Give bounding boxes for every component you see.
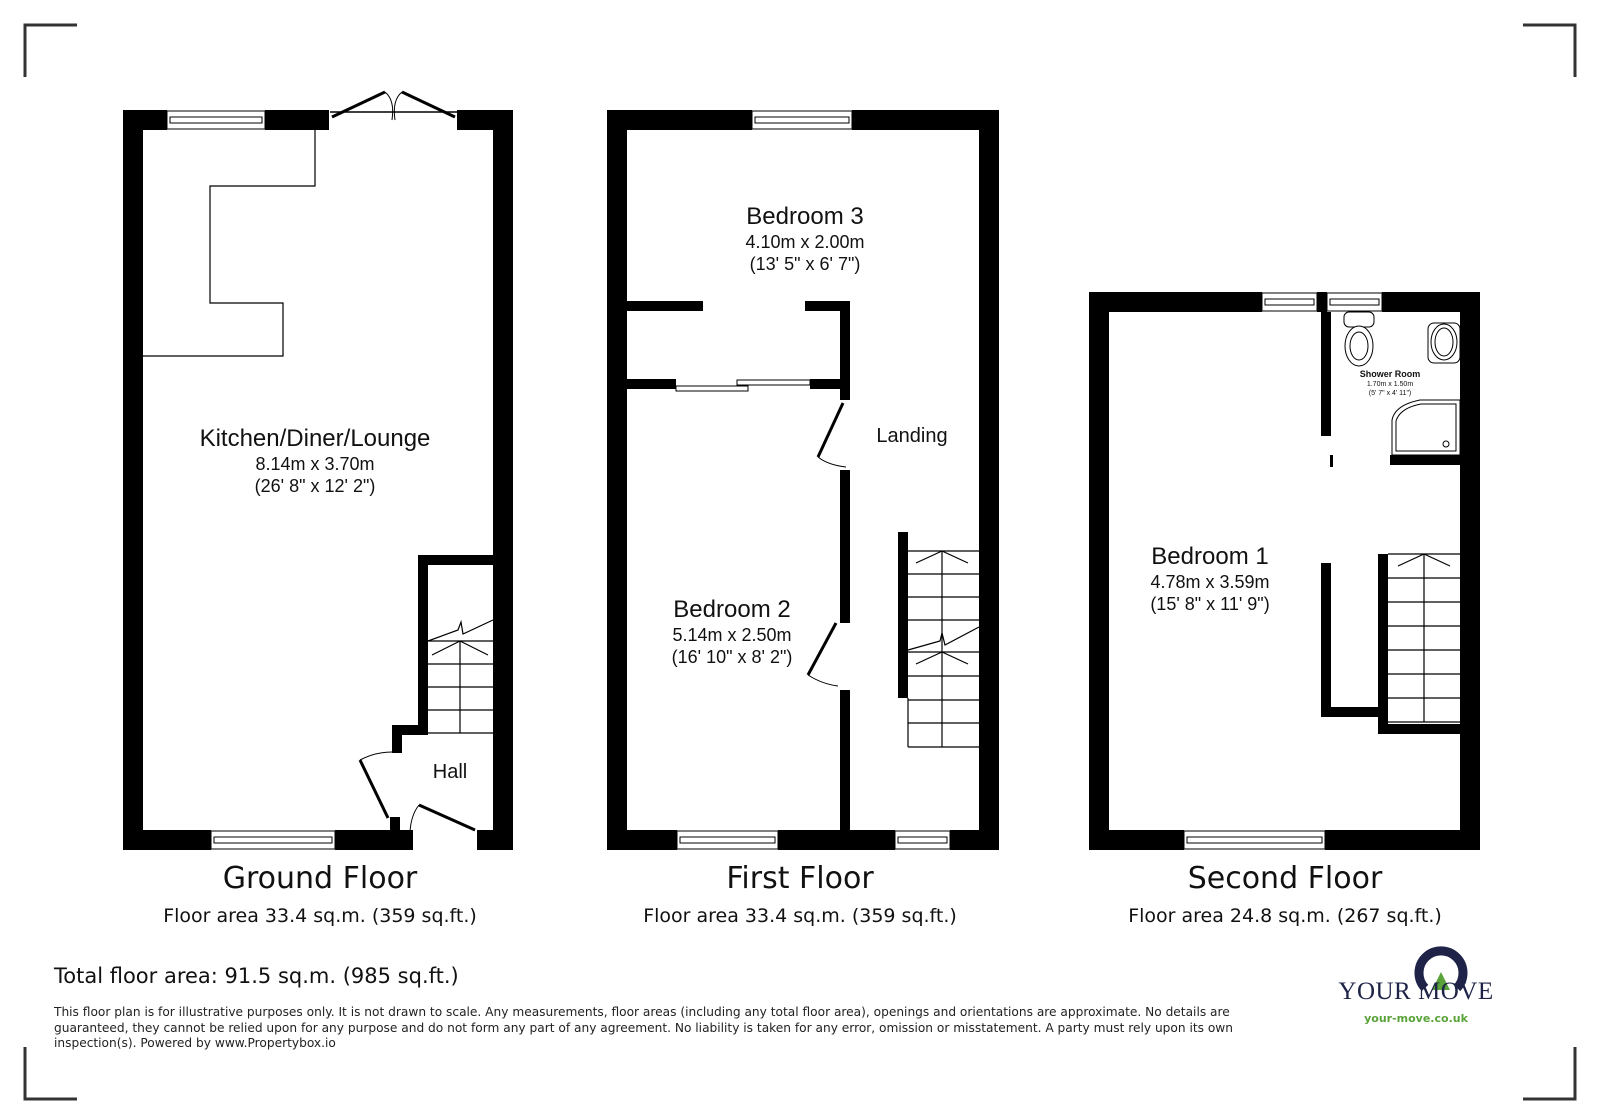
disclaimer-text: This floor plan is for illustrative purp…	[54, 1005, 1233, 1050]
room-name: Hall	[432, 761, 468, 783]
brand-url: your-move.co.uk	[1364, 1012, 1468, 1025]
room-name: Landing	[876, 425, 948, 447]
room-label-bedroom-3: Bedroom 3 4.10m x 2.00m (13' 5" x 6' 7")	[700, 203, 910, 275]
room-name: Bedroom 3	[746, 203, 864, 230]
floor-title-second: Second Floor	[1187, 861, 1383, 896]
ground-floor-plan	[123, 90, 513, 850]
room-name: Bedroom 2	[673, 596, 791, 623]
room-name: Shower Room	[1359, 369, 1421, 379]
brand-name: YOUR MOVE	[1338, 978, 1494, 1005]
room-dim-metric: 4.10m x 2.00m	[745, 232, 865, 252]
floor-title-ground: Ground Floor	[222, 861, 418, 896]
room-dim-imperial: (5' 7" x 4' 11")	[1368, 390, 1412, 397]
room-label-bedroom-2: Bedroom 2 5.14m x 2.50m (16' 10" x 8' 2"…	[632, 596, 832, 668]
room-dim-imperial: (13' 5" x 6' 7")	[749, 254, 861, 274]
room-label-kitchen: Kitchen/Diner/Lounge 8.14m x 3.70m (26' …	[170, 425, 460, 497]
room-name: Kitchen/Diner/Lounge	[199, 425, 431, 452]
floor-area-second: Floor area 24.8 sq.m. (267 sq.ft.)	[1128, 905, 1442, 927]
corner-marks	[23, 23, 1577, 1101]
floor-title-first: First Floor	[726, 861, 874, 896]
room-dim-imperial: (16' 10" x 8' 2")	[671, 647, 793, 667]
room-dim-metric: 5.14m x 2.50m	[672, 625, 792, 645]
room-dim-imperial: (26' 8" x 12' 2")	[254, 476, 376, 496]
room-dim-metric: 4.78m x 3.59m	[1150, 572, 1270, 592]
room-label-bedroom-1: Bedroom 1 4.78m x 3.59m (15' 8" x 11' 9"…	[1120, 543, 1300, 615]
room-label-landing: Landing	[862, 422, 962, 450]
second-floor-plan	[1089, 292, 1480, 850]
floor-area-first: Floor area 33.4 sq.m. (359 sq.ft.)	[643, 905, 957, 927]
room-label-shower-room: Shower Room 1.70m x 1.50m (5' 7" x 4' 11…	[1345, 369, 1435, 398]
room-dim-metric: 1.70m x 1.50m	[1366, 381, 1414, 388]
room-dim-metric: 8.14m x 3.70m	[255, 454, 375, 474]
room-dim-imperial: (15' 8" x 11' 9")	[1150, 594, 1270, 614]
floor-area-ground: Floor area 33.4 sq.m. (359 sq.ft.)	[163, 905, 477, 927]
total-floor-area: Total floor area: 91.5 sq.m. (985 sq.ft.…	[54, 964, 459, 988]
room-name: Bedroom 1	[1151, 543, 1269, 570]
your-move-logo-icon	[1414, 946, 1468, 992]
room-label-hall: Hall	[420, 758, 480, 786]
first-floor-plan	[607, 110, 999, 850]
